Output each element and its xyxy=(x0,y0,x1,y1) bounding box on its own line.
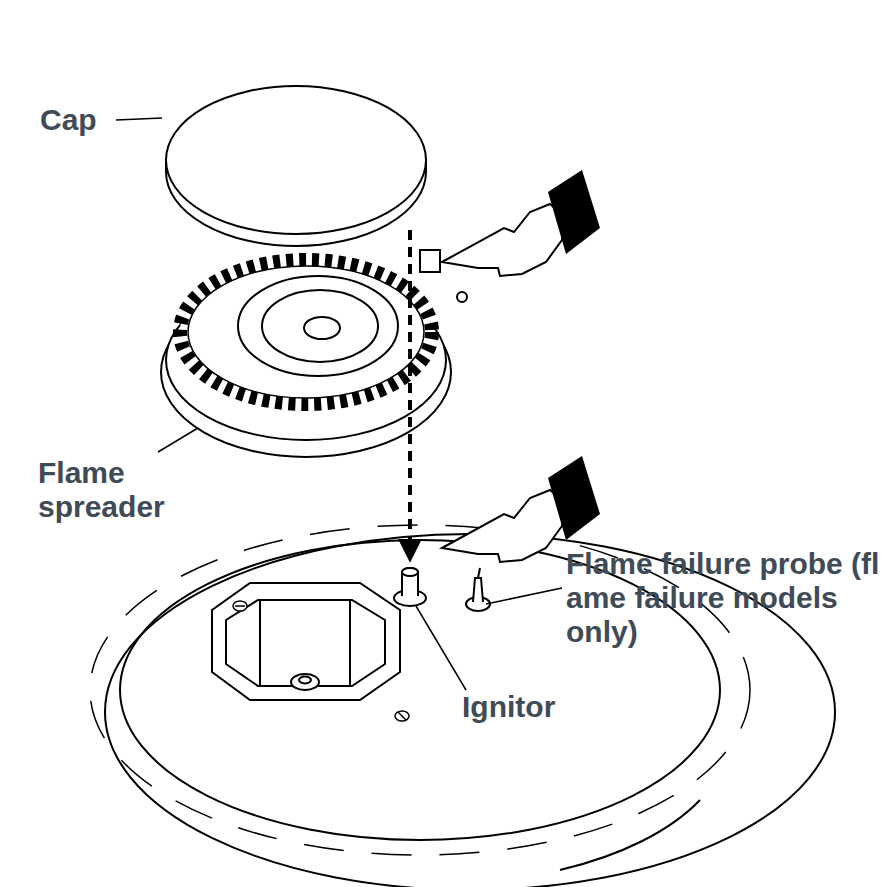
ignitor-part xyxy=(394,568,426,606)
injector-hole xyxy=(299,677,311,684)
leader-line xyxy=(486,588,562,604)
cap-part xyxy=(166,86,426,246)
probe-tip xyxy=(478,568,480,578)
well-octagon xyxy=(212,583,400,700)
spreader-teeth xyxy=(180,260,432,404)
spreader-rim xyxy=(188,266,424,398)
hand-shape xyxy=(442,204,564,276)
cap-top xyxy=(166,86,426,234)
screws xyxy=(233,601,409,721)
leader-line xyxy=(116,118,162,120)
leader-lines xyxy=(116,118,562,690)
part-label: Flame spreader xyxy=(38,456,188,524)
screw xyxy=(233,601,247,611)
spreader-inner-ring xyxy=(262,290,378,362)
hob-inner-arc xyxy=(560,800,700,870)
well-edge xyxy=(259,600,261,686)
well-edge xyxy=(349,600,351,686)
pointing-hand xyxy=(442,456,600,562)
screw xyxy=(395,711,409,721)
spreader-hole xyxy=(304,317,340,339)
ignitor-body xyxy=(402,568,418,596)
part-label: Ignitor xyxy=(462,690,602,724)
leader-line xyxy=(416,606,466,690)
hand-cuff xyxy=(548,170,600,254)
part-label: Flame failure probe (fl ame failure mode… xyxy=(566,547,881,649)
probe-body xyxy=(473,578,483,602)
pointing-hand xyxy=(442,170,600,276)
burner-well xyxy=(212,583,400,700)
hand-shape xyxy=(442,490,564,562)
injector xyxy=(291,674,319,690)
flame-spreader-part xyxy=(161,250,467,457)
assembly-arrow xyxy=(408,230,412,558)
screw-slot xyxy=(398,712,406,720)
ignitor-top xyxy=(402,568,418,576)
spreader-pin xyxy=(457,292,467,302)
leader-line xyxy=(158,428,198,452)
spreader-lug xyxy=(420,250,440,272)
spreader-inner xyxy=(238,276,398,376)
hand-cuff xyxy=(548,456,600,540)
part-label: Cap xyxy=(40,103,120,137)
screw-slot xyxy=(235,605,245,607)
